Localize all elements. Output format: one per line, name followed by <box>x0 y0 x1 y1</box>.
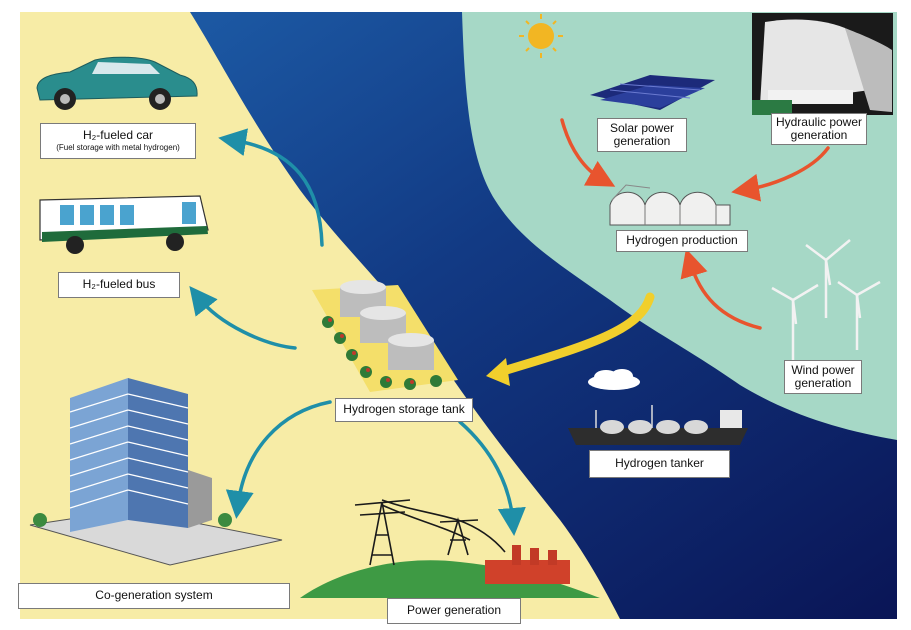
dam-icon <box>752 13 893 115</box>
label-power-generation: Power generation <box>387 598 521 624</box>
wind-turbine-icon <box>771 239 881 360</box>
label-wind-power-generation: Wind power generation <box>784 360 862 394</box>
yellow-arrow-head <box>486 358 510 386</box>
arrow-storage-to-cogeneration <box>225 400 332 519</box>
label-solar-power-generation: Solar power generation <box>597 118 687 152</box>
label-hydrogen-tanker: Hydrogen tanker <box>589 450 730 478</box>
label-hydrogen-storage-tank: Hydrogen storage tank <box>335 398 473 422</box>
greenhouse-icon <box>609 184 731 226</box>
label-hydraulic-power-generation: Hydraulic power generation <box>771 113 867 145</box>
arrow-storage-to-car <box>218 128 324 247</box>
factory-icon <box>485 545 570 584</box>
label-h2-fueled-car-subtitle: (Fuel storage with metal hydrogen) <box>56 143 180 153</box>
storage-tank-icon <box>312 280 458 392</box>
arrow-storage-to-power-generation <box>458 420 526 536</box>
car-icon <box>36 56 198 110</box>
building-icon <box>29 378 283 566</box>
solar-panel-icon <box>590 75 715 110</box>
label-h2-fueled-car-title: H₂-fueled car <box>82 127 154 142</box>
label-h2-fueled-bus: H₂-fueled bus <box>58 272 180 298</box>
bus-icon <box>39 195 209 254</box>
label-hydrogen-production: Hydrogen production <box>616 230 748 252</box>
arrow-production-to-storage <box>495 292 655 377</box>
flow-arrows <box>189 118 830 536</box>
label-h2-fueled-car: H₂-fueled car (Fuel storage with metal h… <box>40 123 196 159</box>
arrow-hydraulic-to-production <box>731 146 830 202</box>
tanker-ship-icon <box>568 405 748 445</box>
arrow-storage-to-bus <box>189 285 297 350</box>
cloud-icon <box>588 369 640 390</box>
power-tower-icon <box>300 499 600 598</box>
arrow-solar-to-production <box>560 118 616 187</box>
arrow-wind-to-production <box>680 248 762 330</box>
label-co-generation-system: Co-generation system <box>18 583 290 609</box>
sun-icon <box>519 14 563 58</box>
